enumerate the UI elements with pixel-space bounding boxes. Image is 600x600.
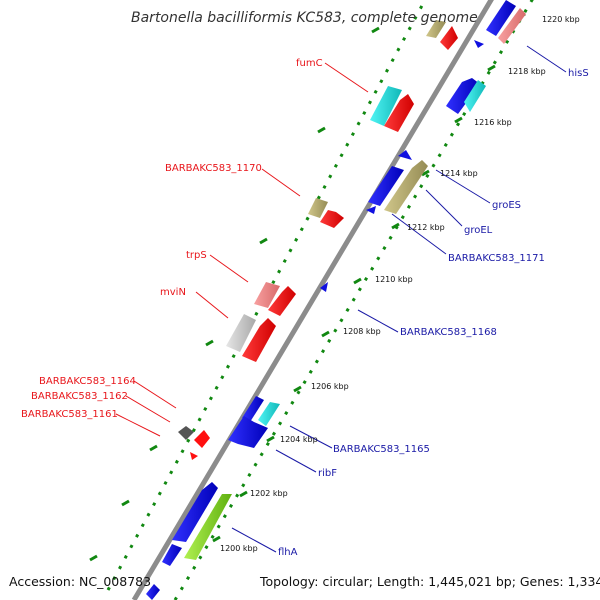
gene-fumc-red[interactable] xyxy=(384,94,414,132)
gene-hiss[interactable] xyxy=(486,0,516,36)
label-groes[interactable]: groES xyxy=(492,200,521,211)
gene-1168[interactable] xyxy=(320,282,328,292)
gene-ribf[interactable] xyxy=(228,416,268,448)
genes-right xyxy=(146,0,526,600)
tick-label: 1214 kbp xyxy=(440,169,478,178)
tick-label: 1200 kbp xyxy=(220,544,258,553)
genes-left xyxy=(178,20,458,460)
gene-blue-low[interactable] xyxy=(162,544,182,566)
gene-mvin-red[interactable] xyxy=(242,318,276,362)
gene-trps[interactable] xyxy=(254,282,280,308)
gene-lime-flha[interactable] xyxy=(184,494,232,560)
label-barbakc583-1170[interactable]: BARBAKC583_1170 xyxy=(165,163,262,174)
label-fumc[interactable]: fumC xyxy=(296,58,323,69)
tick-label: 1218 kbp xyxy=(508,67,546,76)
gene-blue-bottom[interactable] xyxy=(146,584,160,600)
label-barbakc583-1161[interactable]: BARBAKC583_1161 xyxy=(21,409,118,420)
gene-labels-right: hisS groES groEL BARBAKC583_1171 BARBAKC… xyxy=(278,68,589,558)
gene-small-1171 xyxy=(366,206,376,214)
gene-tan-groel[interactable] xyxy=(384,160,428,214)
map-title: Bartonella bacilliformis KC583, complete… xyxy=(131,10,478,26)
gene-small-arrow xyxy=(474,40,484,48)
gene-blue-1165a[interactable] xyxy=(242,396,264,422)
tick-label: 1210 kbp xyxy=(375,275,413,284)
label-barbakc583-1168[interactable]: BARBAKC583_1168 xyxy=(400,327,497,338)
gene-hiss-pink[interactable] xyxy=(498,8,526,44)
label-barbakc583-1171[interactable]: BARBAKC583_1171 xyxy=(448,253,545,264)
gene-1164[interactable] xyxy=(178,426,194,440)
tick-label: 1220 kbp xyxy=(542,15,580,24)
leader-lines xyxy=(115,45,567,553)
gene-mvin[interactable] xyxy=(226,314,256,352)
gene-cyan-1216[interactable] xyxy=(464,80,486,112)
label-barbakc583-1162[interactable]: BARBAKC583_1162 xyxy=(31,391,128,402)
gene-blue-groel[interactable] xyxy=(368,166,404,206)
label-flha[interactable]: flhA xyxy=(278,547,298,558)
gene-trps-red[interactable] xyxy=(268,286,296,316)
gene-cyan-1165[interactable] xyxy=(258,402,280,426)
tick-label: 1206 kbp xyxy=(311,382,349,391)
tick-label: 1208 kbp xyxy=(343,327,381,336)
tick-label: 1216 kbp xyxy=(474,118,512,127)
gene-fumc-cyan[interactable] xyxy=(370,86,402,126)
label-trps[interactable]: trpS xyxy=(186,250,207,261)
accession-text: Accession: NC_008783 xyxy=(9,574,151,589)
label-barbakc583-1164[interactable]: BARBAKC583_1164 xyxy=(39,376,136,387)
label-barbakc583-1165[interactable]: BARBAKC583_1165 xyxy=(333,444,430,455)
tick-label: 1212 kbp xyxy=(407,223,445,232)
gene-red-top[interactable] xyxy=(440,26,458,50)
gene-flha[interactable] xyxy=(172,482,218,542)
gene-1170-red[interactable] xyxy=(320,210,344,228)
gene-labels-left: fumC BARBAKC583_1170 trpS mviN BARBAKC58… xyxy=(21,58,323,420)
tick-label: 1204 kbp xyxy=(280,435,318,444)
genome-backbone xyxy=(131,0,494,600)
label-groel[interactable]: groEL xyxy=(464,225,493,236)
gene-tan-top[interactable] xyxy=(426,20,446,38)
gene-groes[interactable] xyxy=(398,150,412,160)
label-ribf[interactable]: ribF xyxy=(318,468,337,479)
gene-1170-tan[interactable] xyxy=(308,198,328,218)
label-mvin[interactable]: mviN xyxy=(160,287,186,298)
genome-summary: Topology: circular; Length: 1,445,021 bp… xyxy=(259,574,600,589)
gene-1161[interactable] xyxy=(190,452,198,460)
tick-labels: 1200 kbp 1202 kbp 1204 kbp 1206 kbp 1208… xyxy=(220,15,580,553)
gene-blue-1216[interactable] xyxy=(446,78,480,114)
tick-label: 1202 kbp xyxy=(250,489,288,498)
gene-1162[interactable] xyxy=(194,430,210,448)
label-hiss[interactable]: hisS xyxy=(568,68,589,79)
